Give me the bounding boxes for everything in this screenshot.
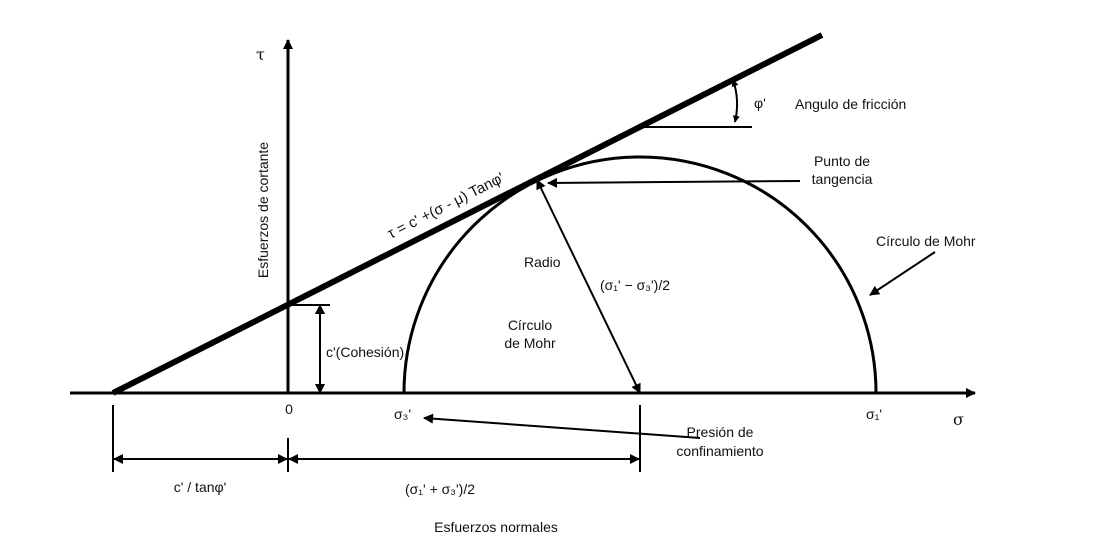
friction-angle-label: Angulo de fricción: [795, 96, 906, 112]
tangent-point-label-2: tangencia: [812, 171, 873, 187]
sigma3-label: σ₃': [394, 406, 411, 422]
x-axis-label: Esfuerzos normales: [434, 519, 558, 535]
confinement-label: Presión de: [687, 424, 754, 440]
origin-label: 0: [285, 401, 293, 417]
mohr-circle-inner-label: Círculo: [508, 317, 553, 333]
angle-arc-arrow: [731, 79, 740, 123]
confinement-arrow: [423, 413, 701, 439]
cohesion-label: c'(Cohesión): [326, 344, 404, 360]
y-axis-symbol: τ: [256, 45, 265, 64]
intercept-dimension-label: c' / tanφ': [174, 479, 227, 495]
x-axis-symbol: σ: [953, 410, 964, 429]
sigma1-label: σ₁': [866, 406, 882, 422]
failure-envelope-line: [111, 32, 824, 396]
tangent-point-arrow: [547, 177, 801, 188]
radius-label: Radio: [524, 254, 561, 270]
radius-formula-label: (σ₁' − σ₃')/2: [600, 277, 670, 293]
mohr-circle-label-right: Círculo de Mohr: [876, 233, 976, 249]
center-dimension-label: (σ₁' + σ₃')/2: [405, 481, 475, 497]
phi-label: φ': [754, 95, 766, 111]
mohr-circle-inner-label-2: de Mohr: [504, 335, 556, 351]
radius-arrow: [536, 179, 641, 394]
confinement-label-2: confinamiento: [676, 443, 763, 459]
y-axis-label: Esfuerzos de cortante: [255, 142, 271, 278]
mohr-circle-arrow: [869, 251, 936, 296]
tangent-point-label: Punto de: [814, 153, 870, 169]
mohr-circle-arc: [402, 155, 878, 394]
